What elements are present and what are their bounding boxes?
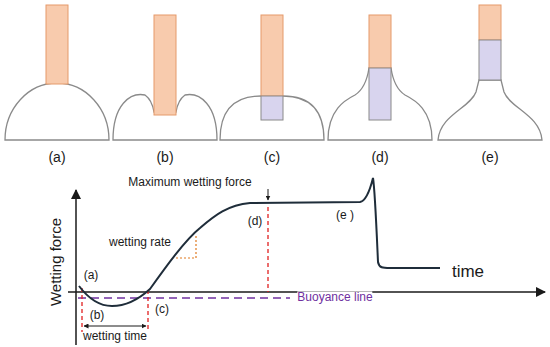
annotation: wetting time xyxy=(83,330,147,343)
line-label: Buoyance line xyxy=(297,291,372,304)
point-label: (d) xyxy=(248,215,263,228)
stage-label: (e) xyxy=(481,150,498,165)
wetting-time-arrow xyxy=(84,326,146,327)
stage-e-figure xyxy=(438,5,542,140)
point-label: (a) xyxy=(84,269,99,282)
max-force-arrow xyxy=(268,189,269,200)
stage-label: (b) xyxy=(156,150,173,165)
buoyance-line xyxy=(78,297,290,298)
stage-c-figure xyxy=(220,15,324,140)
axis-title: time xyxy=(452,263,484,282)
y-axis xyxy=(75,190,77,345)
wetting-curve xyxy=(79,178,440,306)
axis-title: Wetting force xyxy=(48,218,65,306)
stage-label: (c) xyxy=(264,150,280,165)
annotation: Maximum wetting force xyxy=(128,176,251,189)
annotation: wetting rate xyxy=(109,236,171,249)
marker-line xyxy=(81,288,82,332)
stage-d-figure xyxy=(328,15,432,140)
stage-b-figure xyxy=(113,15,217,140)
marker-line xyxy=(267,207,268,292)
stage-label: (d) xyxy=(371,150,388,165)
stage-a-figure xyxy=(5,5,109,140)
point-label: (e ) xyxy=(336,209,354,222)
stage-label: (a) xyxy=(48,150,65,165)
point-label: (b) xyxy=(90,309,105,322)
point-label: (c) xyxy=(155,303,169,316)
marker-line xyxy=(147,290,148,332)
slope-triangle xyxy=(176,236,196,258)
